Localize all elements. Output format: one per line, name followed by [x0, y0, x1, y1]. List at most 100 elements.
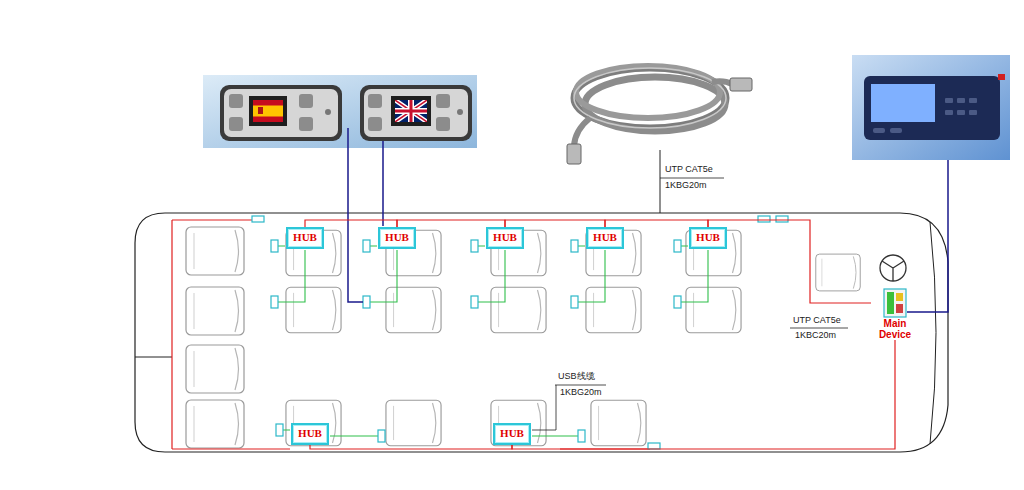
cable-tail: [712, 81, 732, 84]
device-button: [436, 94, 450, 108]
seat-jack: [271, 240, 278, 252]
device-screen: [249, 96, 287, 126]
bus-outline: [135, 213, 948, 452]
device-button: [299, 94, 313, 108]
seat-jack: [674, 296, 681, 308]
seat: [491, 287, 546, 333]
seat: [186, 400, 244, 448]
device-body: [360, 85, 472, 141]
device-icon: [896, 293, 903, 301]
device-button: [945, 110, 953, 115]
uk-flag: [395, 100, 427, 122]
main-device: Main Device: [871, 288, 919, 340]
seat-jack: [271, 296, 278, 308]
bus-detail: [135, 357, 172, 358]
hub-label: HUB: [696, 231, 720, 244]
device-button: [229, 117, 243, 131]
cable-label: 1KBC20m: [794, 330, 837, 341]
device-icon: [896, 304, 903, 313]
seat-jack: [252, 216, 264, 222]
seat: [386, 400, 441, 446]
seat: [186, 287, 244, 335]
seat-jack: [276, 424, 283, 436]
photo-panel: [852, 55, 1010, 160]
cable-label: UTP CAT5e: [664, 164, 714, 175]
device-button: [873, 128, 885, 133]
cable-label: 1KBG20m: [664, 180, 708, 191]
photo-panel: [203, 75, 477, 148]
uk-flag: [395, 100, 427, 122]
steering-wheel: [880, 255, 906, 281]
power-led: [457, 109, 463, 115]
label-rule: [790, 328, 848, 329]
leader-line: [660, 150, 661, 213]
seat-jack: [471, 240, 478, 252]
seat: [586, 230, 641, 276]
uk-flag: [395, 100, 427, 122]
blue-line: [348, 128, 948, 312]
device-body: [864, 76, 1000, 140]
hub-box: HUB: [378, 227, 416, 248]
wire-connector: [305, 220, 397, 227]
device-tab: [998, 74, 1005, 80]
seat-jack: [648, 443, 660, 449]
device-button: [436, 117, 450, 131]
hub-box: HUB: [586, 227, 624, 248]
seat: [586, 287, 641, 333]
device-body: [220, 85, 342, 141]
device-button: [945, 98, 953, 103]
spanish-flag: [253, 100, 283, 122]
windscreen: [930, 222, 936, 444]
seat-jack: [471, 296, 478, 308]
device-button: [368, 94, 382, 108]
seat-jack: [363, 240, 370, 252]
hub-box: HUB: [486, 227, 524, 248]
power-led: [325, 109, 331, 115]
seat-jack: [571, 296, 578, 308]
seat-jack: [776, 216, 788, 222]
seat: [286, 287, 341, 333]
hub-label: HUB: [298, 427, 322, 440]
cable-highlight: [574, 68, 726, 128]
device-screen: [871, 84, 935, 122]
seat-jack: [571, 240, 578, 252]
spanish-flag: [253, 106, 283, 117]
hub-label: HUB: [385, 231, 409, 244]
seat: [491, 400, 546, 446]
flag-emblem: [258, 107, 263, 114]
cable-label: 1KBG20m: [559, 387, 603, 398]
seat: [286, 400, 341, 446]
cable-label: USB线缆: [557, 371, 596, 382]
device-button: [229, 94, 243, 108]
wire-connector: [505, 220, 605, 227]
device-icon: [883, 288, 907, 318]
label-rule: [532, 385, 606, 430]
seat-jack: [578, 430, 585, 442]
device-screen: [391, 96, 431, 126]
seat-jack: [363, 296, 370, 308]
seat-jack: [758, 216, 770, 222]
wire-connector: [605, 220, 708, 227]
seat-jack: [674, 240, 681, 252]
rj45-plug: [567, 144, 581, 164]
seat: [186, 345, 244, 393]
wire-connector: [512, 340, 895, 449]
device-face: [224, 89, 338, 137]
hub-label: HUB: [500, 427, 524, 440]
green-wire: [278, 246, 708, 436]
rj45-plug: [730, 78, 752, 91]
seat-jack: [378, 430, 385, 442]
uk-flag: [395, 110, 427, 113]
device-button: [890, 128, 902, 133]
device-button: [957, 110, 965, 115]
wire-connector: [310, 445, 512, 449]
wire-connector: [708, 220, 871, 303]
steering-wheel: [882, 261, 904, 281]
hub-box: HUB: [493, 423, 531, 444]
seat: [686, 287, 741, 333]
wire-connector: [397, 220, 505, 227]
hub-label: HUB: [293, 231, 317, 244]
hub-box: HUB: [689, 227, 727, 248]
seat: [591, 400, 646, 446]
device-button: [957, 98, 965, 103]
